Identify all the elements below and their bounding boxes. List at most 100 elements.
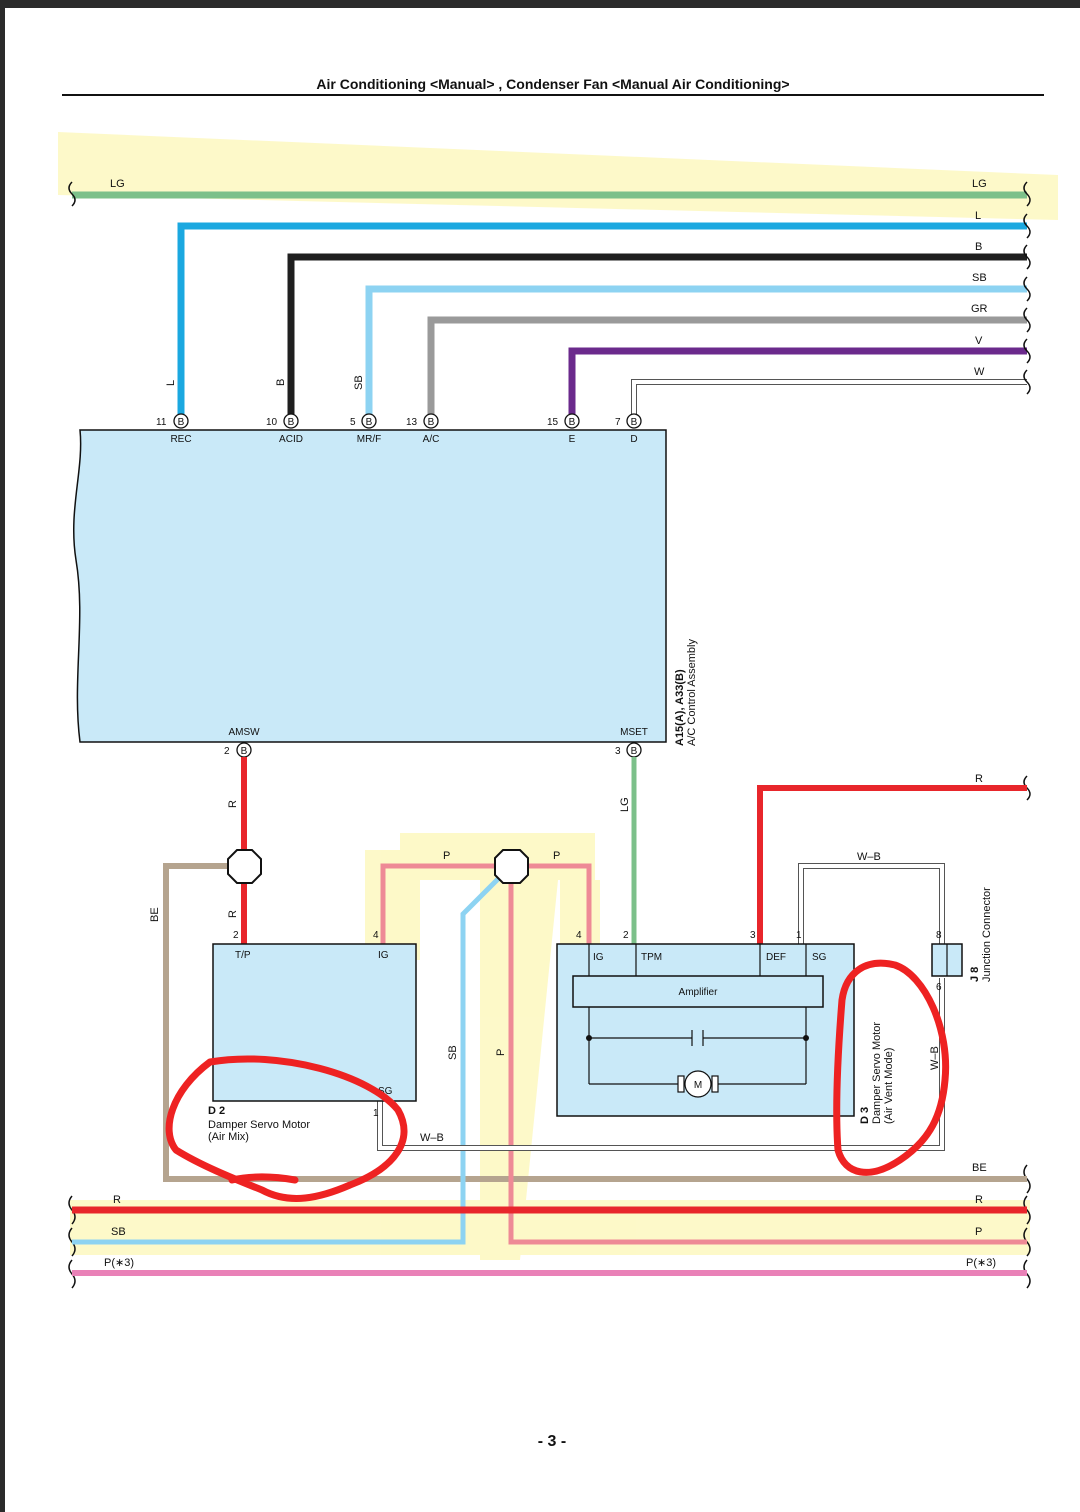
d2-pin-name-tp: T/P: [235, 950, 251, 961]
d3-amplifier: [572, 975, 824, 1008]
d3-name: Damper Servo Motor: [871, 1022, 883, 1124]
wire-w-inner: [632, 380, 1027, 414]
bus-label-p-right: P: [975, 1226, 982, 1238]
pin-terminal-mrf: [361, 413, 377, 429]
wire-p-d3-ig: [527, 863, 592, 944]
bus-label-sb: SB: [972, 272, 987, 284]
j8-pin-bottom: 6: [936, 982, 942, 993]
pin-terminal-rec: [173, 413, 189, 429]
splice-p: [494, 849, 529, 884]
pin-name-acid: ACID: [279, 434, 303, 445]
wiring-diagram: Air Conditioning <Manual> , Condenser Fa…: [58, 76, 1058, 1450]
wire-label-amsw-r: R: [227, 800, 239, 808]
d3-pin-name-ig: IG: [593, 952, 604, 963]
schematic-page: Air Conditioning <Manual> , Condenser Fa…: [5, 8, 1080, 1512]
bus-label-lg-left: LG: [110, 178, 125, 190]
bus-label-sb-left: SB: [111, 1226, 126, 1238]
pin-num-rec: 11: [156, 417, 167, 428]
bus-label-p3-right: P(∗3): [966, 1257, 996, 1269]
pin-conn-ac: B: [428, 417, 435, 428]
wire-be: [163, 863, 1027, 1182]
pin-name-rec: REC: [170, 434, 191, 445]
annotation-circle-d3: [833, 959, 950, 1176]
wire-label-sb-vert: SB: [447, 1045, 459, 1060]
pin-num-mset: 3: [615, 746, 621, 757]
bus-label-p3-left: P(∗3): [104, 1257, 134, 1269]
bus-label-r-left: R: [113, 1194, 121, 1206]
wire-label-p-vert: P: [495, 1049, 507, 1056]
wire-b: [287, 253, 1027, 414]
wire-w-outer: [631, 379, 1027, 414]
d2-pin-name-sg: SG: [378, 1086, 393, 1097]
annotation-circle-d2: [165, 1055, 408, 1202]
pin-conn-acid: B: [288, 417, 295, 428]
d3-code: D 3: [859, 1107, 871, 1124]
j8-name: Junction Connector: [981, 887, 993, 982]
pin-terminal-d: [626, 413, 642, 429]
d3-internal-circuit: [588, 1007, 807, 1098]
wire-v: [568, 347, 1027, 414]
pin-num-amsw: 2: [224, 746, 230, 757]
d3-pin-num-tpm: 2: [623, 930, 629, 941]
page-title: Air Conditioning <Manual> , Condenser Fa…: [316, 76, 789, 92]
pin-name-amsw: AMSW: [228, 727, 260, 738]
ac-control-name: A/C Control Assembly: [686, 639, 698, 746]
wire-sb-down: [72, 876, 501, 1245]
wire-p-d2-ig: [380, 863, 495, 944]
wire-label-wb-top: W–B: [857, 851, 881, 863]
wire-label-p-right: P: [553, 850, 560, 862]
wire-wb-inner: [378, 864, 944, 1150]
wire-sb-top: [365, 285, 1027, 414]
d3-pin-name-def: DEF: [766, 952, 786, 963]
d3-pin-dividers: [588, 944, 807, 976]
pin-name-mset: MSET: [620, 727, 648, 738]
d2-pin-name-ig: IG: [378, 950, 389, 961]
pin-terminal-acid: [283, 413, 299, 429]
pin-num-d: 7: [615, 417, 621, 428]
wire-label-wb-side: W–B: [929, 1046, 941, 1070]
bus-label-v: V: [975, 335, 983, 347]
d2-pin-num-sg: 1: [373, 1108, 379, 1119]
wire-label-be: BE: [149, 907, 161, 922]
d3-amplifier-label: Amplifier: [679, 987, 719, 998]
wire-p-down: [508, 882, 1027, 1245]
pin-conn-amsw: B: [241, 746, 248, 757]
pin-conn-e: B: [569, 417, 576, 428]
pin-name-d: D: [630, 434, 637, 445]
d3-subname: (Air Vent Mode): [883, 1048, 895, 1124]
d2-pin-num-ig: 4: [373, 930, 379, 941]
j8-code: J 8: [969, 967, 981, 982]
ac-control-top-pins: 11 B REC 10 B ACID 5 B MR/F 13 B A/C 15 …: [156, 413, 642, 445]
d2-name: Damper Servo Motor: [208, 1119, 310, 1131]
bus-label-l: L: [975, 210, 981, 222]
wire-label-sb: SB: [353, 375, 365, 390]
pin-terminal-ac: [423, 413, 439, 429]
wire-label-p-left: P: [443, 850, 450, 862]
bus-label-r-right: R: [975, 1194, 983, 1206]
page-number: - 3 -: [538, 1433, 566, 1450]
pin-name-ac: A/C: [423, 434, 440, 445]
pin-name-e: E: [569, 434, 576, 445]
d3-pin-num-sg: 1: [796, 930, 802, 941]
d3-pin-num-ig: 4: [576, 930, 582, 941]
pin-name-mrf: MR/F: [357, 434, 381, 445]
wire-label-amsw-r-low: R: [227, 910, 239, 918]
pin-conn-rec: B: [178, 417, 185, 428]
d2-pin-num-tp: 2: [233, 930, 239, 941]
j8-pin-top: 8: [936, 930, 942, 941]
wire-label-l: L: [165, 380, 177, 386]
bus-label-w: W: [974, 366, 985, 378]
d3-pin-num-def: 3: [750, 930, 756, 941]
lower-wiring: [72, 757, 1027, 1276]
ac-control-assembly: [73, 429, 667, 743]
pin-num-ac: 13: [406, 417, 418, 428]
d3-node-left: [586, 1035, 592, 1041]
bus-label-gr: GR: [971, 303, 988, 315]
wire-l: [177, 222, 1027, 414]
wire-label-wb-bottom: W–B: [420, 1132, 444, 1144]
annotation-marks: [165, 959, 950, 1202]
d2-air-mix-servo: [212, 943, 417, 1102]
bus-label-b: B: [975, 241, 982, 253]
wire-label-b: B: [275, 379, 287, 386]
d2-subname: (Air Mix): [208, 1131, 249, 1143]
